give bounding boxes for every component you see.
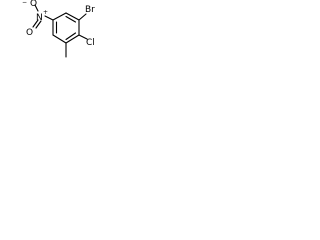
bromine-atom-label: Br xyxy=(85,5,95,15)
ring-bond-1 xyxy=(65,12,80,21)
ring-bond-4 xyxy=(52,34,67,44)
nitro-double-bond-outer xyxy=(32,19,39,28)
bond-to-bromine xyxy=(78,13,87,21)
nitrogen-atom-label: N xyxy=(36,13,43,23)
nitro-double-bond-inner xyxy=(35,20,42,29)
top-oxygen-atom-label: O xyxy=(30,0,37,9)
nitro-bond-to-top-oxygen xyxy=(34,4,39,12)
chlorine-atom-label: Cl xyxy=(86,38,95,48)
ring-double-bond-1 xyxy=(65,15,77,23)
benzene-ring xyxy=(52,12,80,44)
bottom-oxygen-atom-label: O xyxy=(26,28,33,38)
nitrogen-charge-label: + xyxy=(43,9,48,16)
ring-bond-3 xyxy=(65,34,80,44)
top-oxygen-charge-label: − xyxy=(22,0,27,6)
molecule-structure-diagram: Br Cl N + O − O xyxy=(22,0,95,58)
ring-bond-6 xyxy=(52,12,67,21)
bond-to-chlorine xyxy=(78,34,88,40)
ring-double-bond-2 xyxy=(65,32,77,41)
bond-to-nitro xyxy=(44,15,54,21)
